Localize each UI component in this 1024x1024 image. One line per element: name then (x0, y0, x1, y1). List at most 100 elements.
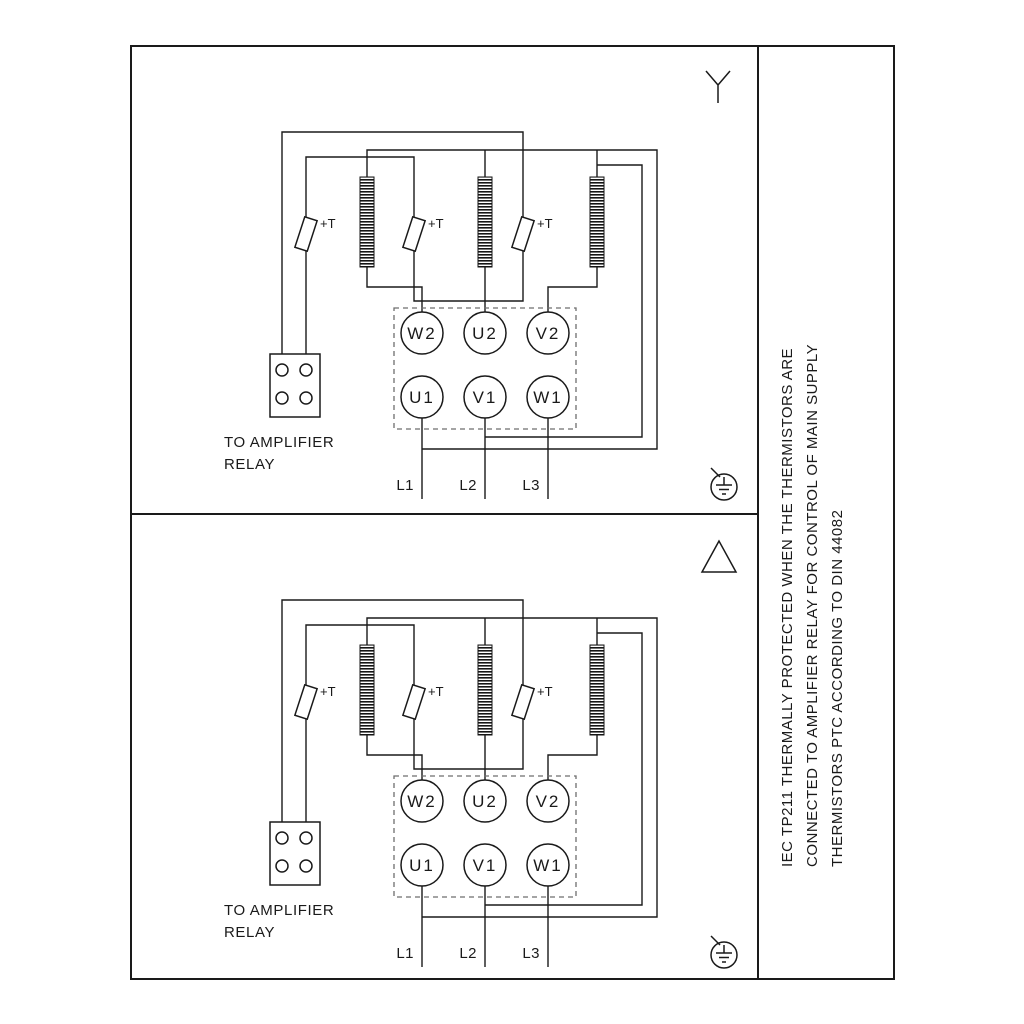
motor-winding-icon (359, 644, 375, 736)
terminal-v1 (463, 843, 507, 887)
thermistor-label: +T (320, 216, 336, 231)
note-line: IEC TP211 THERMALLY PROTECTED WHEN THE T… (778, 347, 796, 867)
thermistor-label: +T (320, 684, 336, 699)
terminal-u2 (463, 311, 507, 355)
motor-winding-icon (477, 644, 493, 736)
thermistor-icon (401, 215, 427, 253)
delta-icon (700, 539, 738, 573)
earth-ground-icon (710, 467, 738, 501)
terminal-board: W2 U2 V2 U1 V1 W1 (400, 311, 570, 419)
supply-line-labels: L1 L2 L3 (396, 945, 540, 962)
panel-divider (132, 513, 757, 515)
winding-terminal-wire (366, 267, 598, 312)
terminal-v2 (526, 311, 570, 355)
terminal-label: V1 (473, 388, 498, 407)
relay-terminal (275, 363, 289, 377)
relay-terminal (275, 859, 289, 873)
note-column-divider (757, 47, 759, 978)
terminal-board: W2 U2 V2 U1 V1 W1 (400, 779, 570, 887)
terminal-label: V1 (473, 856, 498, 875)
winding-stub-wire (484, 618, 598, 645)
terminal-label: W2 (407, 792, 437, 811)
terminal-v1 (463, 375, 507, 419)
terminal-label: U1 (409, 856, 435, 875)
relay-terminal (299, 831, 313, 845)
winding-bridge-wire (366, 149, 658, 450)
terminal-v2 (526, 779, 570, 823)
svg-text:TO AMPLIFIER: TO AMPLIFIER (224, 902, 334, 919)
thermistor-icon (510, 215, 536, 253)
terminal-label: U2 (472, 324, 498, 343)
terminal-label: W1 (533, 856, 563, 875)
motor-winding-icon (589, 644, 605, 736)
terminal-w2 (400, 779, 444, 823)
terminal-u2 (463, 779, 507, 823)
relay-terminal-box (269, 353, 321, 418)
terminal-w1 (526, 843, 570, 887)
relay-terminal-box (269, 821, 321, 886)
svg-text:TO AMPLIFIER: TO AMPLIFIER (224, 434, 334, 451)
supply-line-label: L1 (396, 477, 414, 494)
terminal-w1 (526, 375, 570, 419)
supply-line-label: L3 (522, 477, 540, 494)
thermistor-label: +T (428, 216, 444, 231)
thermistor-loop-wire (281, 599, 524, 822)
terminal-u1 (400, 843, 444, 887)
relay-terminal (299, 859, 313, 873)
supply-line-label: L2 (459, 477, 477, 494)
thermistor-icon (293, 683, 319, 721)
supply-line-label: L1 (396, 945, 414, 962)
motor-winding-icon (359, 176, 375, 268)
supply-line-label: L2 (459, 945, 477, 962)
terminal-label: W2 (407, 324, 437, 343)
winding-bridge-wire (366, 617, 658, 918)
diagram-frame: +T +T +T W2 U2 V2 U1 V1 W1 (130, 45, 895, 980)
motor-winding-icon (589, 176, 605, 268)
return-wire (485, 632, 643, 906)
note-line: CONNECTED TO AMPLIFIER RELAY FOR CONTROL… (803, 343, 821, 867)
thermistor-loop-wire (281, 131, 524, 354)
star-connection-panel: +T +T +T W2 U2 V2 U1 V1 W1 (224, 70, 738, 501)
terminal-label: U2 (472, 792, 498, 811)
motor-windings (359, 176, 605, 268)
supply-line-labels: L1 L2 L3 (396, 477, 540, 494)
supply-line-label: L3 (522, 945, 540, 962)
terminal-board-outline (393, 307, 577, 430)
terminal-w2 (400, 311, 444, 355)
terminal-label: V2 (536, 324, 561, 343)
relay-terminal (299, 363, 313, 377)
relay-terminal (275, 391, 289, 405)
winding-terminal-wire (366, 735, 598, 780)
winding-stub-wire (484, 150, 598, 177)
return-wire (485, 164, 643, 438)
note-line: THERMISTORS PTC ACCORDING TO DIN 44082 (828, 509, 846, 867)
terminal-board-outline (393, 775, 577, 898)
thermistors: +T +T +T (293, 683, 553, 721)
side-note: IEC TP211 THERMALLY PROTECTED WHEN THE T… (747, 52, 877, 972)
delta-connection-panel: +T +T +T W2 U2 V2 U1 V1 W1 (224, 539, 738, 969)
terminal-label: W1 (533, 388, 563, 407)
earth-ground-icon (710, 935, 738, 969)
thermistors: +T +T +T (293, 215, 553, 253)
terminal-label: V2 (536, 792, 561, 811)
supply-wire (421, 886, 549, 967)
wiring (281, 131, 658, 499)
thermistor-label: +T (537, 216, 553, 231)
svg-text:RELAY: RELAY (224, 456, 275, 473)
terminal-label: U1 (409, 388, 435, 407)
thermistor-icon (510, 683, 536, 721)
wiring (281, 599, 658, 967)
svg-text:RELAY: RELAY (224, 924, 275, 941)
thermistor-label: +T (537, 684, 553, 699)
terminal-u1 (400, 375, 444, 419)
motor-winding-icon (477, 176, 493, 268)
motor-windings (359, 644, 605, 736)
relay-terminal (275, 831, 289, 845)
thermistor-icon (293, 215, 319, 253)
relay-caption: TO AMPLIFIER RELAY (224, 902, 334, 941)
relay-caption: TO AMPLIFIER RELAY (224, 434, 334, 473)
supply-wire (421, 418, 549, 499)
relay-terminal (299, 391, 313, 405)
thermistor-label: +T (428, 684, 444, 699)
